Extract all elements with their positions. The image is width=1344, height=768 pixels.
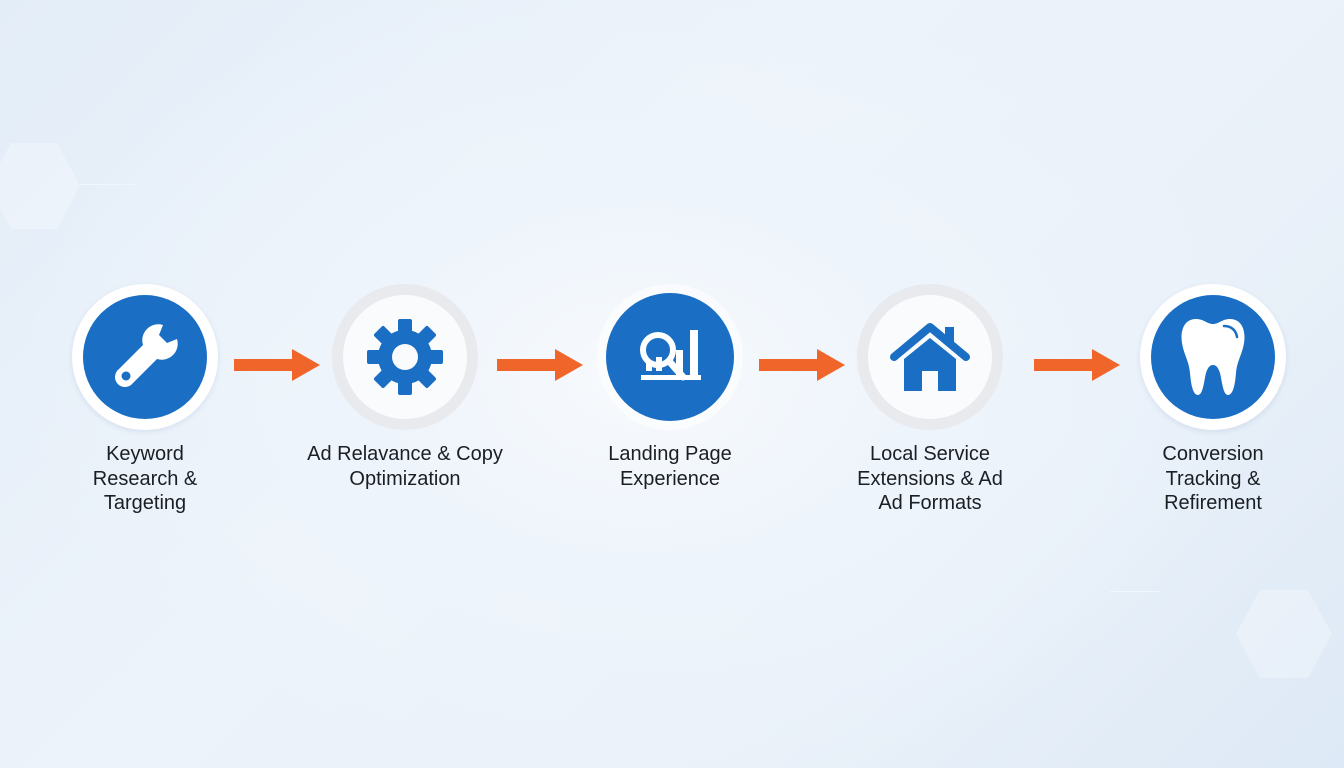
step-node-inner xyxy=(1151,295,1275,419)
step-local-service-extensions: Local Service Extensions & Ad Ad Formats xyxy=(820,284,1040,516)
arrow-right-icon xyxy=(497,349,583,381)
background-line-left xyxy=(80,184,136,185)
background-line-right xyxy=(1110,591,1160,592)
wrench-icon xyxy=(114,324,178,387)
step-node-inner xyxy=(868,295,992,419)
gear-icon xyxy=(367,319,443,395)
step-label: Landing Page Experience xyxy=(608,443,732,490)
arrow-right-icon xyxy=(759,349,845,381)
step-label: Keyword Research & Targeting xyxy=(92,443,198,514)
step-node xyxy=(1140,284,1286,430)
step-keyword-research: Keyword Research & Targeting xyxy=(35,284,255,516)
step-label: Ad Relavance & Copy Optimization xyxy=(307,443,503,490)
tooth-icon xyxy=(1181,319,1245,395)
step-label: Local Service Extensions & Ad Ad Formats xyxy=(857,443,1003,514)
house-icon xyxy=(890,323,970,391)
step-node-inner xyxy=(343,295,467,419)
step-landing-page: Landing Page Experience xyxy=(560,284,780,491)
step-node-inner xyxy=(83,295,207,419)
step-node-inner xyxy=(606,293,734,421)
background-hexagon-left xyxy=(0,143,80,229)
step-node xyxy=(332,284,478,430)
step-node xyxy=(72,284,218,430)
step-node xyxy=(597,284,743,430)
step-label: Conversion Tracking & Refirement xyxy=(1162,443,1264,514)
step-node xyxy=(857,284,1003,430)
step-conversion-tracking: Conversion Tracking & Refirement xyxy=(1103,284,1323,516)
background-hexagon-right xyxy=(1236,590,1332,678)
magnifier-chart-icon xyxy=(640,330,701,381)
arrow-right-icon xyxy=(1034,349,1120,381)
arrow-right-icon xyxy=(234,349,320,381)
step-ad-relevance: Ad Relavance & Copy Optimization xyxy=(295,284,515,491)
